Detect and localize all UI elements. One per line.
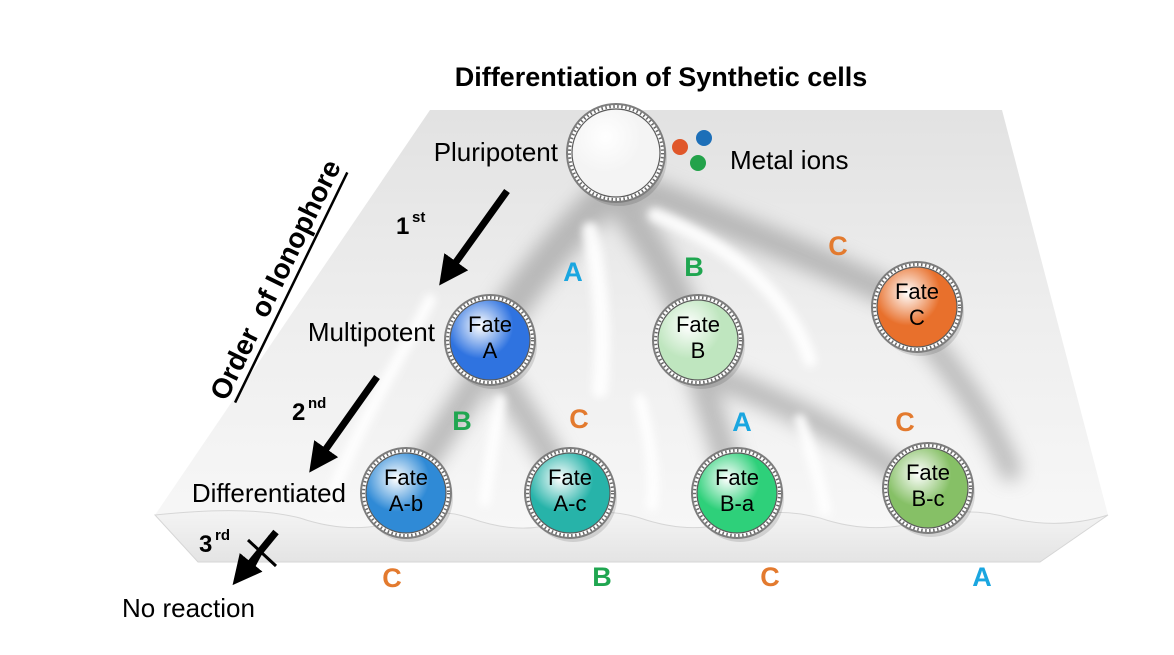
cell-membrane-bilayer	[654, 296, 742, 384]
blocked-cross-2	[252, 535, 272, 567]
path-letter: A	[563, 257, 583, 287]
cell-membrane-bilayer	[362, 449, 450, 537]
cell-label-line: B-c	[912, 486, 945, 511]
cell-body	[449, 299, 531, 381]
path-letter: A	[732, 407, 752, 437]
path-letter: B	[684, 252, 704, 282]
metal-ion-green	[690, 155, 706, 171]
stage-label-differentiated: Differentiated	[192, 478, 346, 508]
path-letter: C	[828, 231, 848, 261]
arrow-3rd	[232, 529, 279, 586]
order-num-3rd: 3	[199, 531, 212, 558]
metal-ions-label: Metal ions	[730, 145, 849, 175]
stage-label-multipotent: Multipotent	[308, 317, 436, 347]
cell-pluripotent	[566, 103, 667, 206]
cell-label-line: C	[909, 305, 925, 330]
cell-label-line: Fate	[548, 465, 592, 490]
cell-label-line: Fate	[715, 465, 759, 490]
cell-label-line: A-c	[554, 491, 587, 516]
axis-underline	[233, 171, 349, 404]
path-letter: B	[592, 562, 612, 592]
order-sup-3rd: rd	[215, 527, 230, 544]
cell-body	[571, 108, 661, 198]
cell-label-line: Fate	[468, 312, 512, 337]
cell-label-line: B	[691, 338, 706, 363]
cell-body	[529, 452, 611, 534]
order-label-2nd: 2 nd	[292, 395, 326, 426]
cell-label-line: A-b	[389, 491, 423, 516]
cells: FateAFateBFateCFateA-bFateA-cFateB-aFate…	[360, 103, 975, 542]
cell-label-line: Fate	[384, 465, 428, 490]
path-letter: C	[895, 407, 915, 437]
cell-membrane-bilayer	[884, 444, 972, 532]
metal-ion-blue	[696, 130, 712, 146]
path-letter: B	[452, 406, 472, 436]
order-arrows	[232, 188, 510, 586]
cell-body	[365, 452, 447, 534]
cell-body	[887, 447, 969, 529]
metal-ion-orange	[672, 139, 688, 155]
path-letters: A B C B C A C C B C A	[382, 231, 992, 593]
arrow-2nd	[309, 374, 380, 473]
path-letter: A	[972, 562, 992, 592]
order-label-1st: 1 st	[396, 209, 425, 240]
cell-label-line: Fate	[676, 312, 720, 337]
cell-body	[696, 452, 778, 534]
stage-label-pluripotent: Pluripotent	[434, 137, 559, 167]
cell-label-line: Fate	[906, 460, 950, 485]
path-letter: C	[760, 562, 780, 592]
cell-membrane-bilayer	[693, 449, 781, 537]
landscape-surface	[155, 110, 1108, 529]
order-num-2nd: 2	[292, 399, 305, 426]
cell-membrane-bilayer	[568, 105, 664, 201]
path-letter: C	[569, 404, 589, 434]
metal-ions: Metal ions	[672, 130, 849, 175]
cell-membrane-bilayer	[526, 449, 614, 537]
order-sup-2nd: nd	[308, 395, 326, 412]
cell-label-line: A	[483, 338, 498, 363]
order-sup-1st: st	[412, 209, 425, 226]
cell-label-line: B-a	[720, 491, 755, 516]
cell-body	[657, 299, 739, 381]
cell-label-line: Fate	[895, 279, 939, 304]
path-letter: C	[382, 563, 402, 593]
cell-membrane-bilayer	[446, 296, 534, 384]
arrow-1st	[439, 188, 510, 286]
stage-label-no-reaction: No reaction	[122, 593, 255, 623]
ridge-highlights	[324, 208, 831, 516]
cell-body	[876, 266, 958, 348]
diagram-title: Differentiation of Synthetic cells	[455, 62, 868, 92]
order-label-3rd: 3 rd	[199, 527, 230, 558]
cell-membrane-bilayer	[873, 263, 961, 351]
order-num-1st: 1	[396, 213, 409, 240]
